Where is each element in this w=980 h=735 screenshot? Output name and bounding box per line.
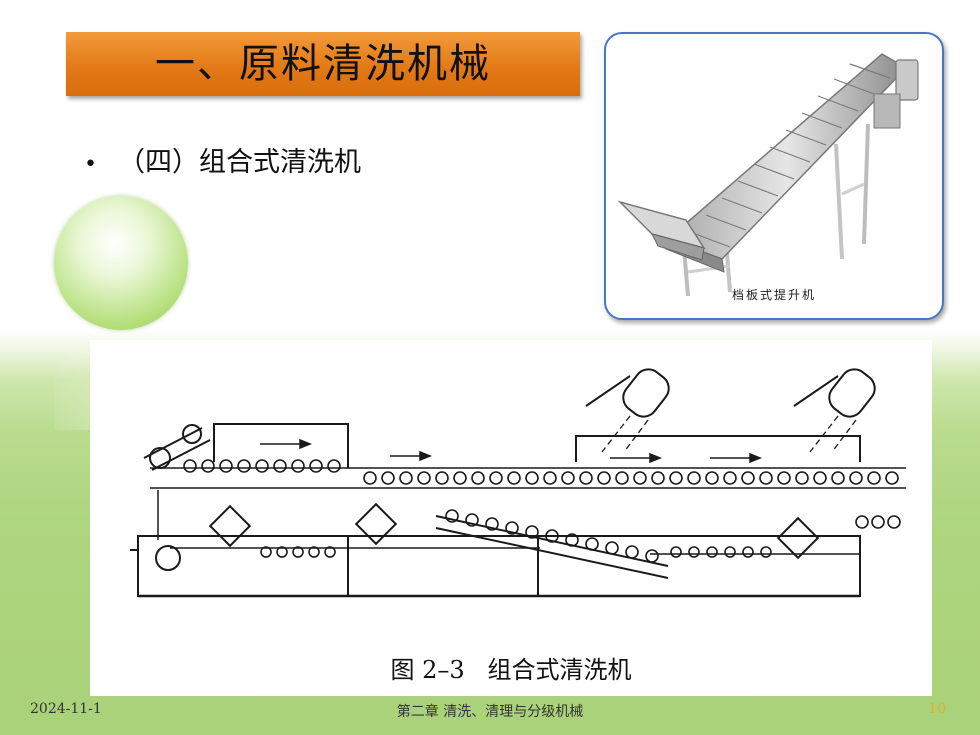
washer-diagram: 图 2–3 组合式清洗机 xyxy=(90,340,932,696)
decorative-circle xyxy=(54,196,188,330)
elevator-photo: 档板式提升机 xyxy=(604,32,944,320)
bullet-item: • （四）组合式清洗机 xyxy=(84,140,361,179)
diagram-caption: 图 2–3 组合式清洗机 xyxy=(390,656,632,684)
footer-chapter: 第二章 清洗、清理与分级机械 xyxy=(396,704,584,720)
elevator-illustration xyxy=(617,53,919,297)
footer-page-number: 10 xyxy=(928,701,946,717)
footer-date: 2024-11-1 xyxy=(30,701,102,717)
photo-caption: 档板式提升机 xyxy=(731,288,816,302)
combined-washer-drawing xyxy=(130,368,906,598)
slide-title: 一、原料清洗机械 xyxy=(66,32,580,96)
bullet-text: （四）组合式清洗机 xyxy=(118,147,361,178)
bullet-marker: • xyxy=(84,152,97,177)
